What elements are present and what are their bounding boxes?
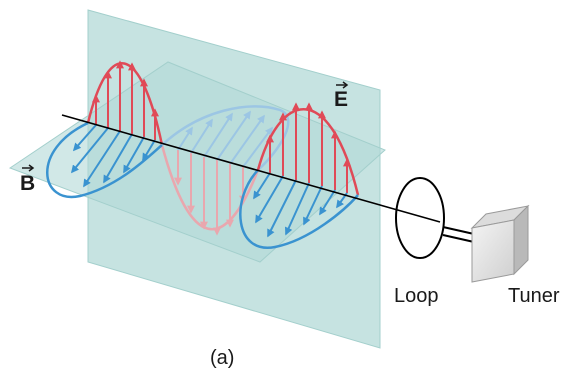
tuner-box: [470, 204, 530, 283]
e-field-label: E: [334, 81, 349, 111]
tuner-label: Tuner: [508, 285, 560, 307]
e-field-trough: [160, 144, 260, 236]
b-field-label: B: [20, 164, 35, 195]
b-field-lobe-3: [239, 169, 359, 249]
b-field-lobe-1: [46, 121, 163, 199]
propagation-axis: [61, 114, 441, 223]
loop-label: Loop: [394, 285, 439, 307]
figure-caption: (a): [210, 347, 234, 369]
antenna-leads: [442, 226, 475, 243]
b-field-label-text: B: [20, 172, 35, 195]
loop-antenna: [395, 177, 445, 259]
e-field-crest-2: [256, 102, 360, 196]
e-field-crest-1: [86, 60, 164, 146]
e-field-label-text: E: [334, 88, 348, 111]
b-field-lobe-2: [161, 105, 290, 171]
